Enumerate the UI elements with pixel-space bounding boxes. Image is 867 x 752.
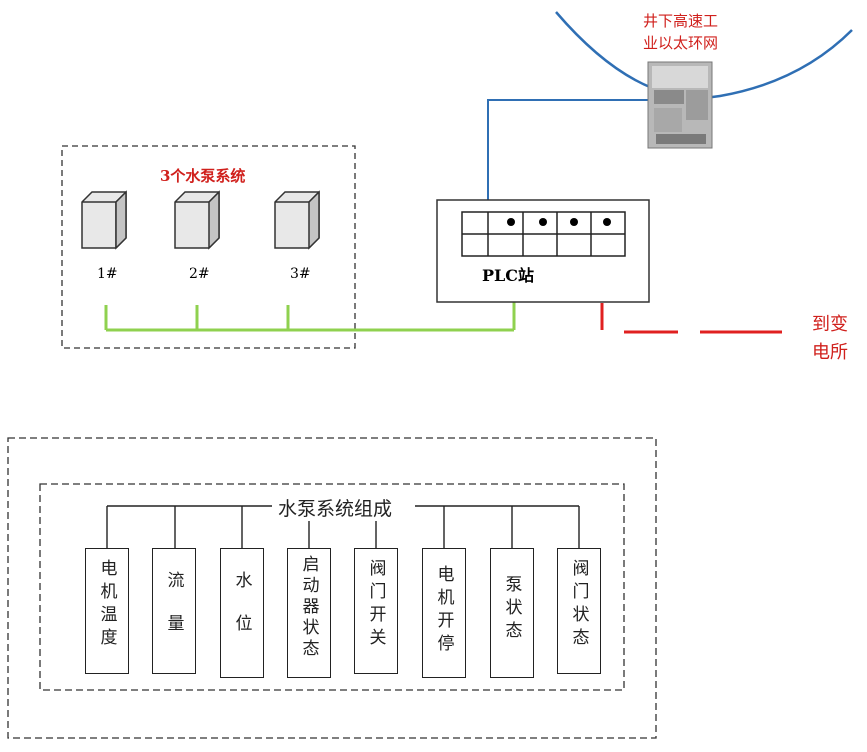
- substation-link-line: [600, 303, 782, 334]
- composition-outer-box: [7, 437, 657, 739]
- item-motor-temperature: 电机温度: [85, 548, 129, 674]
- composition-inner-box: [39, 483, 625, 691]
- ring-network-arc: [555, 11, 853, 99]
- pump-3-icon: [274, 190, 320, 250]
- substation-label-line1: 到变: [812, 314, 848, 335]
- network-switch-icon: [647, 61, 713, 149]
- pump-2-label: 2#: [189, 266, 210, 282]
- item-valve-switch: 阀门开关: [354, 548, 398, 674]
- plc-station-label: PLC站: [482, 266, 535, 285]
- plc-indicator-dots: [507, 218, 611, 226]
- substation-label-line2: 电所: [812, 342, 848, 363]
- pump-2-icon: [174, 190, 220, 250]
- item-motor-on-off: 电机开停: [422, 548, 466, 678]
- item-water-level: 水位: [220, 548, 264, 678]
- composition-title: 水泵系统组成: [276, 494, 395, 521]
- pump-bus-line: [104, 300, 516, 332]
- plc-network-link: [487, 99, 650, 200]
- pump-1-label: 1#: [97, 266, 118, 282]
- pump-group-title: 3个水泵系统: [160, 167, 246, 185]
- network-title-line1: 井下高速工: [643, 12, 719, 30]
- item-starter-status: 启动器状态: [287, 548, 331, 678]
- item-pump-status: 泵状态: [490, 548, 534, 678]
- item-flow: 流量: [152, 548, 196, 674]
- pump-3-label: 3#: [290, 266, 311, 282]
- item-valve-status: 阀门状态: [557, 548, 601, 674]
- pump-1-icon: [81, 190, 127, 250]
- pump-group-box: [61, 145, 356, 349]
- composition-tree-lines: [106, 505, 580, 548]
- network-title-line2: 业以太环网: [643, 34, 719, 52]
